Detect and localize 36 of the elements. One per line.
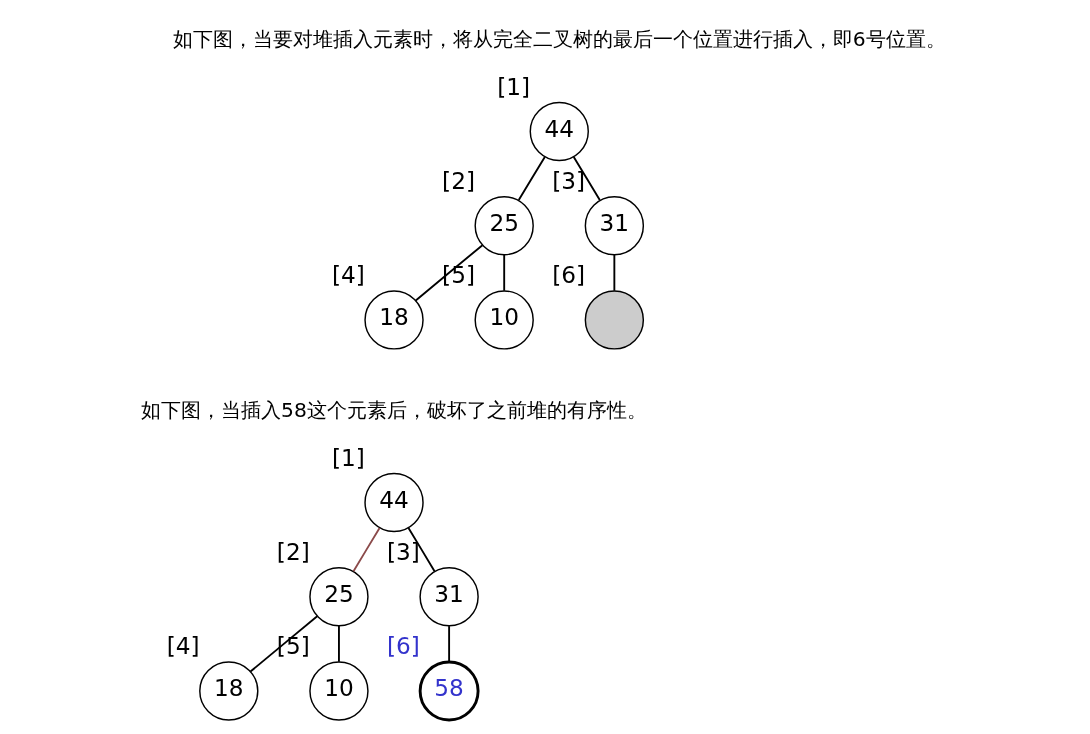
node-label: [1] xyxy=(496,72,530,100)
node-label: [6] xyxy=(386,632,420,660)
node-label: [1] xyxy=(331,444,365,471)
node-label: [3] xyxy=(386,538,420,566)
node-label: [3] xyxy=(551,167,585,195)
label: 如下图，当插入58这个元素后，破坏了之前堆的有序性。 xyxy=(140,397,647,422)
node-label: [2] xyxy=(276,538,310,566)
node-circle: 31 xyxy=(584,195,644,256)
node-label: [5] xyxy=(276,632,310,660)
node-label: [4] xyxy=(331,261,365,289)
connector xyxy=(447,625,450,663)
node-circle: 18 xyxy=(198,661,258,721)
node-label: [4] xyxy=(166,632,200,660)
node-circle: 44 xyxy=(529,101,589,162)
node-circle: 58 xyxy=(418,660,480,722)
connector xyxy=(337,625,340,663)
node-circle: 44 xyxy=(363,472,424,533)
node-circle: 10 xyxy=(473,290,534,350)
connector xyxy=(572,155,601,201)
node-circle: 25 xyxy=(308,567,369,627)
node-circle xyxy=(584,290,644,350)
node-circle: 10 xyxy=(308,661,369,721)
connector xyxy=(352,527,380,573)
connector xyxy=(407,527,435,573)
node-circle: 18 xyxy=(363,290,424,350)
connector xyxy=(502,254,505,292)
connector xyxy=(612,254,615,292)
node-circle: 31 xyxy=(418,567,479,627)
connector xyxy=(517,155,546,201)
node-label: [5] xyxy=(441,261,475,289)
label: 如下图，当要对堆插入元素时，将从完全二叉树的最后一个位置进行插入，即6号位置。 xyxy=(172,26,946,51)
node-circle: 25 xyxy=(473,195,534,256)
connector xyxy=(249,615,318,673)
connector xyxy=(414,244,483,302)
node-label: [6] xyxy=(551,261,585,289)
node-label: [2] xyxy=(441,167,475,195)
